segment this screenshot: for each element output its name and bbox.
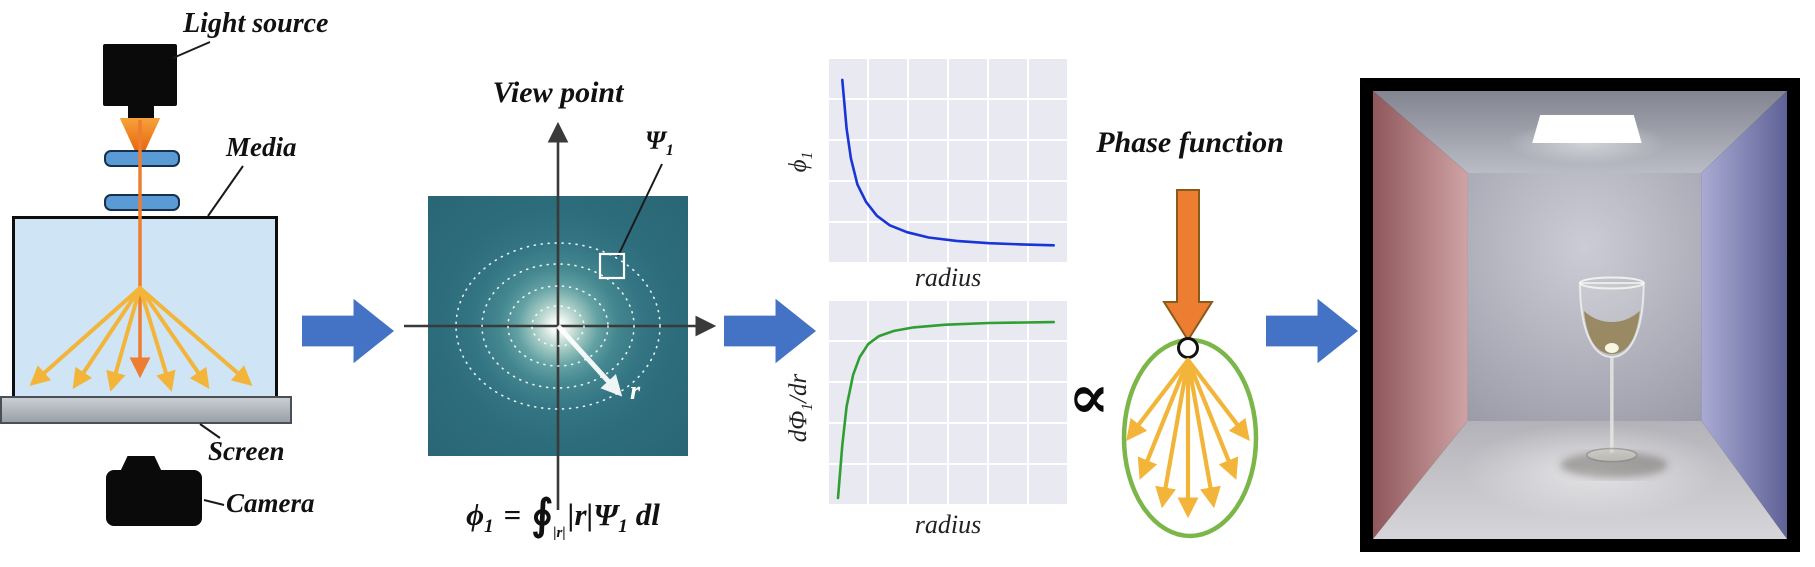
proportional-to-symbol: ∝ <box>1068 364 1110 432</box>
screen-label: Screen <box>208 436 285 466</box>
phase-function-diagram <box>1121 189 1259 539</box>
lens-1 <box>104 150 180 167</box>
glass-shadow <box>1560 452 1668 478</box>
screen-bar <box>0 396 292 424</box>
back-wall <box>1467 173 1702 421</box>
camera-label: Camera <box>226 488 315 518</box>
radius-vector-label: r <box>630 376 641 405</box>
camera-lens-hood <box>120 456 162 472</box>
dphi-plot-ylabel: dΦ1/dr <box>785 338 817 478</box>
formula-differential: dl <box>635 497 660 532</box>
glass-glint <box>1604 343 1619 353</box>
formula-lhs: ϕ <box>466 497 485 532</box>
dphi-dr-vs-radius-plot <box>828 300 1068 506</box>
formula-equals: = <box>503 497 522 532</box>
phi-vs-radius-plot <box>828 58 1068 262</box>
phi-plot-ylabel: ϕ1 <box>785 132 817 192</box>
dphi-dr-curve <box>836 320 1055 500</box>
glass-rim <box>1579 276 1645 290</box>
camera-body <box>106 470 202 526</box>
left-wall-red <box>1373 91 1468 539</box>
phi-ylabel-sub: 1 <box>799 151 816 160</box>
scattered-ray-fan <box>1126 357 1250 519</box>
phase-lobe-ellipse <box>1121 337 1259 539</box>
formula-integral-sub: |r| <box>553 525 566 541</box>
psi-sub: 1 <box>665 142 674 160</box>
dphi-ylabel-pre: dΦ <box>785 410 812 443</box>
psi-base: Ψ <box>645 126 666 155</box>
phi-curve <box>841 78 1055 247</box>
light-beam <box>119 118 161 150</box>
light-source-box <box>103 44 177 106</box>
formula-integrand-sub: 1 <box>618 516 628 538</box>
formula-lhs-sub: 1 <box>484 516 494 538</box>
media-label: Media <box>226 132 297 162</box>
formula-integral: ∮ <box>531 493 554 539</box>
formula-integrand: |r|Ψ <box>567 497 619 532</box>
right-wall-blue <box>1701 91 1787 539</box>
media-box <box>12 216 278 402</box>
dphi-ylabel-sub: 1 <box>799 402 816 411</box>
scatter-field-image <box>428 196 688 456</box>
rendered-scene-frame <box>1360 78 1800 552</box>
phi-ylabel-base: ϕ <box>785 159 812 173</box>
glass-base <box>1586 447 1638 463</box>
view-point-label: View point <box>492 76 624 109</box>
dphi-ylabel-post: /dr <box>785 373 812 403</box>
flow-arrow-3-icon <box>1266 298 1358 364</box>
incident-ray-arrow <box>1162 189 1214 342</box>
wine-glass <box>1560 276 1668 478</box>
phase-function-label: Phase function <box>1096 126 1284 159</box>
psi-label: Ψ1 <box>645 126 674 160</box>
lens-2 <box>104 194 180 211</box>
lamp-glow <box>1507 121 1667 165</box>
flow-arrow-1-icon <box>302 298 394 364</box>
phi-plot-xlabel: radius <box>914 263 982 292</box>
cornell-box-render <box>1373 91 1787 539</box>
dphi-plot-xlabel: radius <box>914 510 982 539</box>
light-source-label: Light source <box>183 8 329 39</box>
light-source-nub <box>128 106 154 118</box>
scatter-point <box>1177 337 1199 359</box>
glass-liquid <box>1583 311 1640 354</box>
